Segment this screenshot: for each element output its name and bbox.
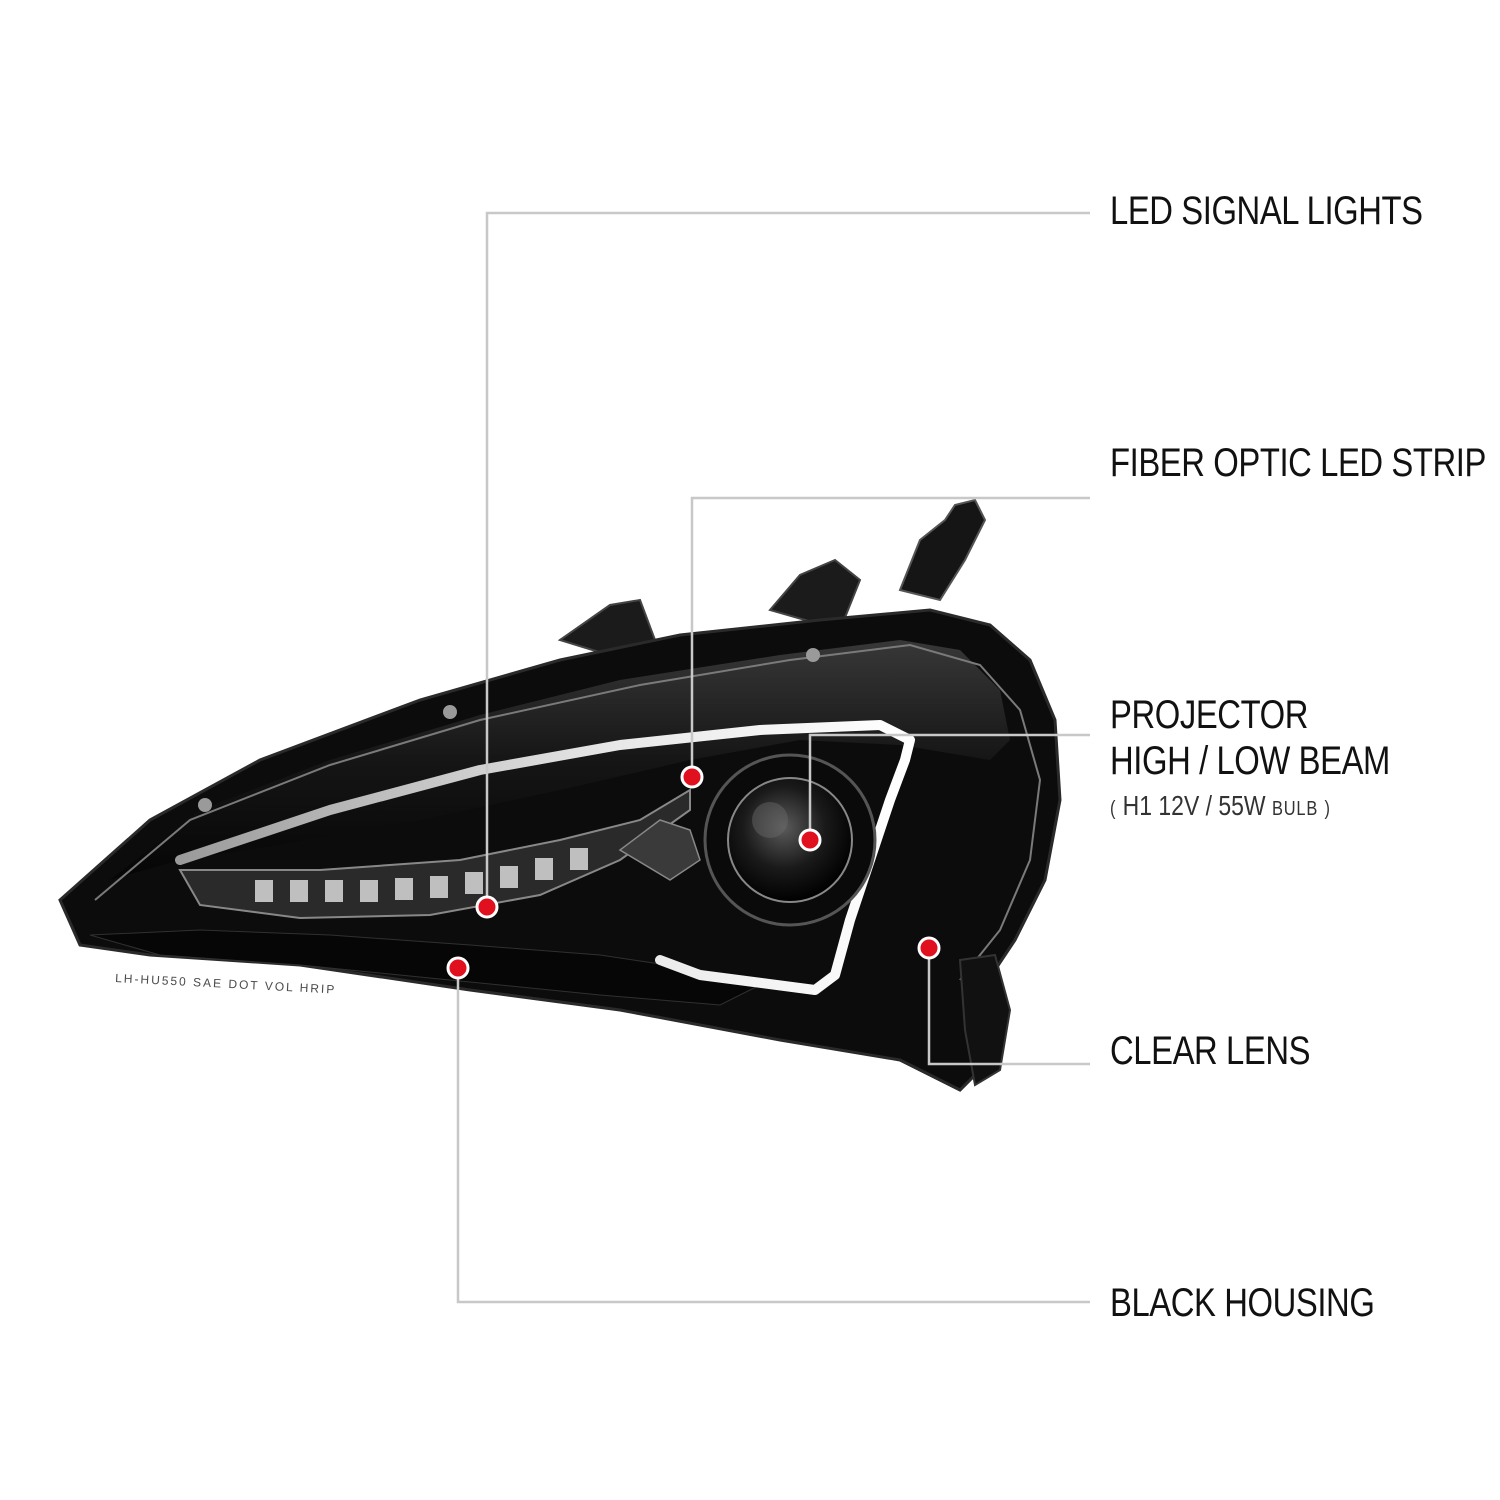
housing-markings: LH-HU550 SAE DOT VOL HRIP	[115, 971, 337, 997]
spec-bulb: BULB	[1271, 798, 1319, 820]
lower-bracket	[958, 953, 1012, 1087]
label-projector-spec: ( H1 12V / 55W BULB )	[1110, 790, 1331, 822]
spec-open-paren: (	[1110, 798, 1117, 820]
label-high-low-beam: HIGH / LOW BEAM	[1110, 739, 1390, 783]
marker-dot-fiber-optic	[680, 765, 704, 789]
housing-bolt	[443, 705, 457, 719]
label-fiber-optic-led-strip: FIBER OPTIC LED STRIP	[1110, 441, 1486, 485]
fiber-optic-led-strip	[175, 720, 915, 995]
marker-dot-projector	[798, 828, 822, 852]
marker-dots	[446, 765, 941, 980]
projector-lens	[727, 777, 853, 903]
spec-main: H1 12V / 55W	[1122, 790, 1266, 821]
label-led-signal-lights: LED SIGNAL LIGHTS	[1110, 189, 1423, 233]
marker-dot-led-signal	[475, 895, 499, 919]
leader-lines	[456, 211, 1090, 1304]
leader-line-projector	[808, 733, 1090, 840]
leader-line-led-signal	[485, 211, 1090, 907]
lens-edge	[94, 643, 1042, 981]
label-projector: PROJECTOR	[1110, 693, 1309, 737]
label-clear-lens: CLEAR LENS	[1110, 1029, 1311, 1073]
headlight-image: LH-HU550 SAE DOT VOL HRIP	[58, 498, 1062, 1092]
spec-close-paren: )	[1324, 798, 1331, 820]
reflector-detail	[618, 819, 701, 881]
leader-line-fiber-optic	[690, 496, 1090, 777]
led-signal-segments	[255, 848, 588, 902]
housing-bolt	[198, 798, 212, 812]
projector-highlight	[752, 802, 788, 838]
mount-tab-right	[898, 498, 987, 602]
label-black-housing: BLACK HOUSING	[1110, 1281, 1375, 1325]
leader-line-clear-lens	[927, 948, 1090, 1066]
housing-bolt	[806, 648, 820, 662]
marker-dot-clear-lens	[917, 936, 941, 960]
leader-line-black-housing	[456, 968, 1090, 1304]
marker-dot-black-housing	[446, 956, 470, 980]
